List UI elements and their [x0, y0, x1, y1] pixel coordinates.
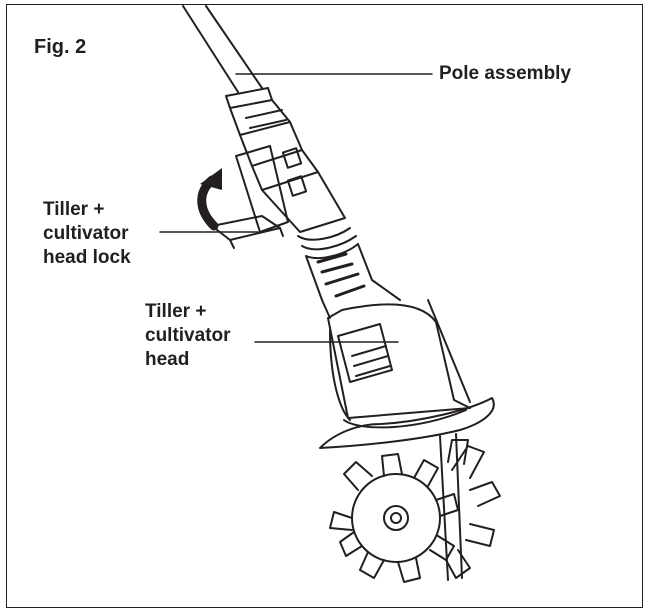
callout-head-line-2: cultivator — [145, 325, 231, 346]
connector-ring — [297, 227, 359, 260]
tiller-neck — [305, 243, 401, 319]
callout-head-lock: Tiller + cultivator head lock — [43, 198, 131, 270]
head-lock-lever — [211, 145, 346, 249]
callout-pole-assembly: Pole assembly — [439, 63, 572, 84]
rotation-arrow-icon — [197, 168, 222, 231]
leader-lines — [159, 73, 433, 343]
callout-head-lock-line-2: cultivator — [43, 223, 129, 244]
tine-wheel-left — [329, 453, 459, 583]
figure-label: Fig. 2 — [34, 36, 87, 58]
pole-shaft — [182, 5, 263, 93]
callout-head-line-3: head — [145, 349, 190, 370]
callout-head: Tiller + cultivator head — [145, 300, 231, 372]
callout-head-lock-line-1: Tiller + — [43, 199, 105, 220]
callout-head-line-1: Tiller + — [145, 301, 207, 322]
tine-wheel-right — [439, 433, 501, 581]
callout-head-lock-line-3: head lock — [43, 247, 131, 268]
tiller-head-housing — [319, 299, 495, 449]
pole-coupler — [225, 87, 319, 197]
